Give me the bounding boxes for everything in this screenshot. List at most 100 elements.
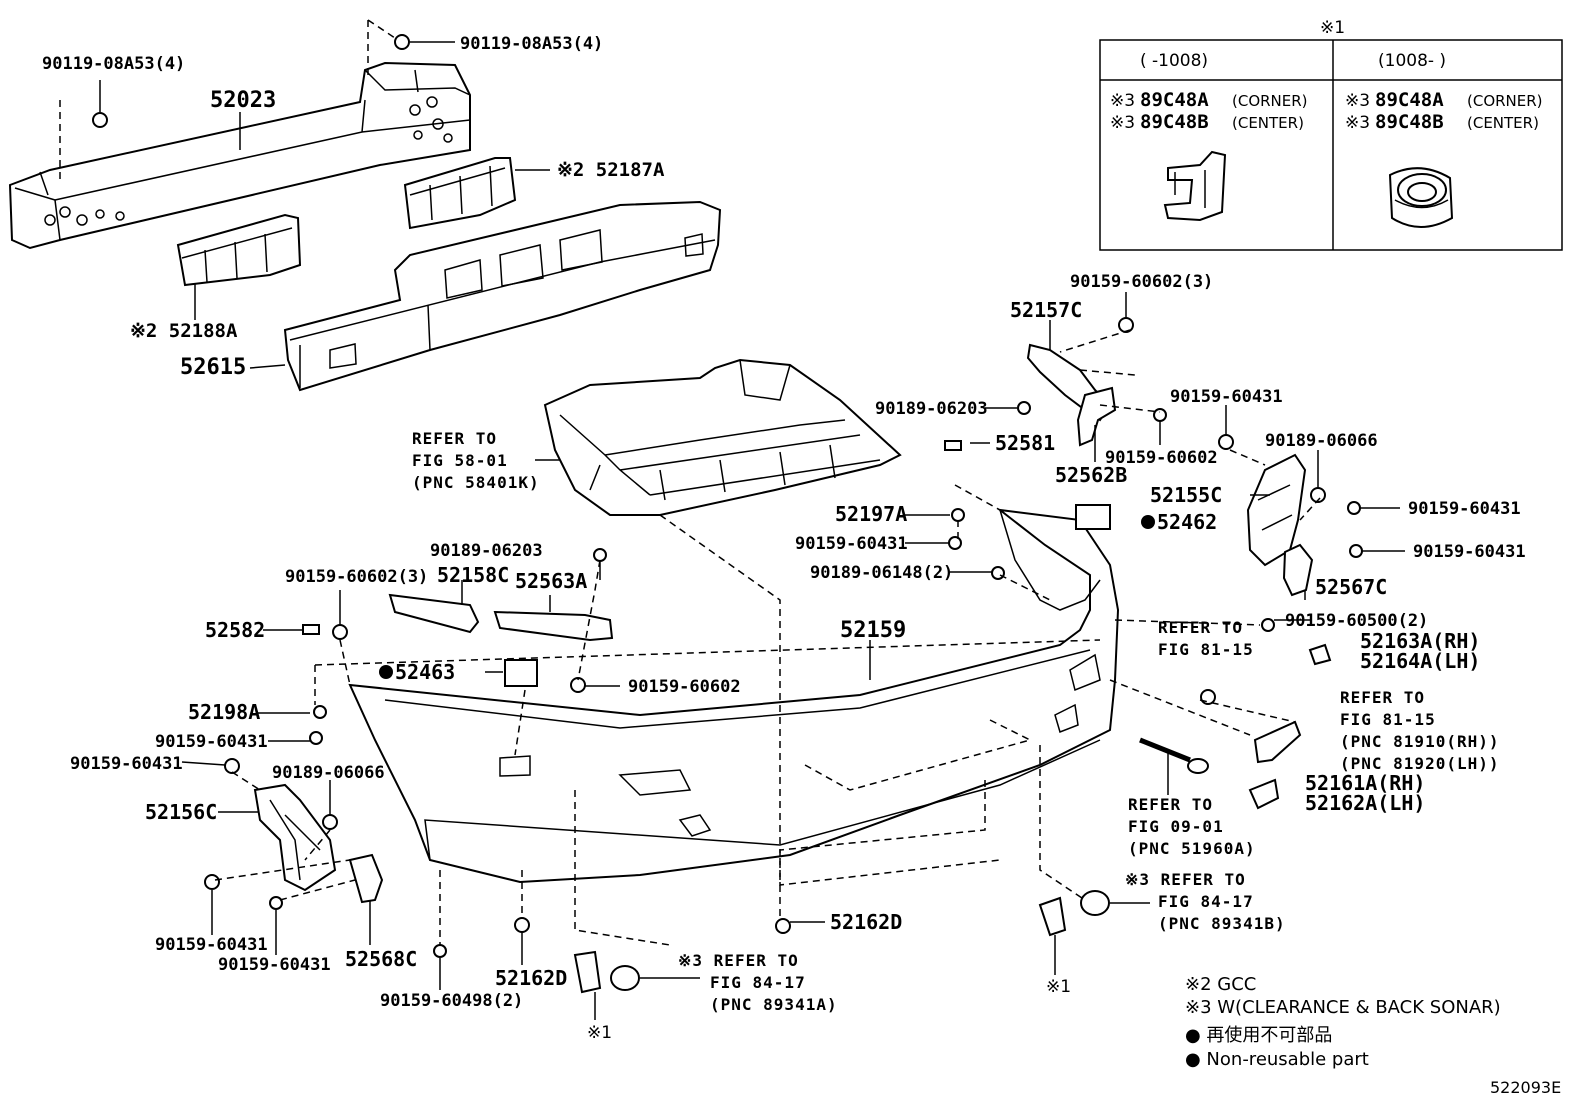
callout-52615: 52615 — [180, 355, 246, 380]
callout-52162d-left: 52162D — [495, 966, 567, 990]
energy-absorber-52187a-drawing — [403, 157, 517, 230]
pad-52462-drawing — [1075, 504, 1111, 530]
inset-right-mark-1: ※3 — [1345, 91, 1370, 111]
callout-90159-60431-g: 90159-60431 — [155, 935, 268, 955]
callout-refer-81-lower-line3: (PNC 81910(RH)) — [1340, 732, 1500, 751]
callout-90159-60602-mid: 90159-60602 — [628, 677, 741, 697]
callout-52567c: 52567C — [1315, 575, 1387, 599]
inset-left-note-1: (CORNER) — [1232, 92, 1308, 110]
figure-code: 522093E — [1490, 1078, 1561, 1097]
bumper-cover-drawing — [348, 508, 1120, 884]
inset-left-note-2: (CENTER) — [1232, 114, 1304, 132]
callout-90159-60431-d: 90159-60431 — [1413, 542, 1526, 562]
callout-52162d-right: 52162D — [830, 910, 902, 934]
callout-52164a: 52164A(LH) — [1360, 649, 1480, 673]
callout-90159-60431-c: 90159-60431 — [795, 534, 908, 554]
inset-right-part-2: 89C48B — [1375, 111, 1444, 133]
inset-left-mark-2: ※3 — [1110, 113, 1135, 133]
callout-refer-84-left-line1: ※3 REFER TO — [678, 951, 799, 970]
callout-90159-60602-3-left: 90159-60602(3) — [285, 567, 428, 587]
side-retainer-52155c-drawing — [1246, 453, 1307, 567]
callout-52162a: 52162A(LH) — [1305, 791, 1425, 815]
inset-right-mark-2: ※3 — [1345, 113, 1370, 133]
reflector-cover-drawing — [1248, 778, 1280, 810]
callout-90159-60602-right: 90159-60602 — [1105, 448, 1218, 468]
cover-52163a-drawing — [1308, 643, 1332, 666]
callout-52581: 52581 — [995, 431, 1055, 455]
sensor-retainer-bracket-drawing — [1163, 150, 1227, 222]
callout-90189-06148: 90189-06148(2) — [810, 563, 953, 583]
energy-absorber-52188a-drawing — [176, 213, 302, 287]
variant-inset-table: ※1 ( -1008) (1008- ) ※3 89C48A (CORNER) … — [1099, 18, 1563, 251]
assembly-dashed-lines — [59, 19, 1321, 946]
callout-labels: 90119-08A53(4) 90119-08A53(4) 52023 ※2 5… — [42, 34, 1526, 1043]
callout-90189-06066-left: 90189-06066 — [272, 763, 385, 783]
callout-52163a: 52163A(RH) — [1360, 629, 1480, 653]
callout-refer-81-upper-line2: FIG 81-15 — [1158, 640, 1254, 659]
callout-52187a: ※2 52187A — [557, 159, 665, 181]
inset-right-note-2: (CENTER) — [1467, 114, 1539, 132]
callout-refer-58-line1: REFER TO — [412, 429, 497, 448]
inset-col-left-header: ( -1008) — [1140, 51, 1208, 71]
callout-52582: 52582 — [205, 618, 265, 642]
non-reusable-dot-52462 — [1141, 515, 1155, 529]
inset-left-part-2: 89C48B — [1140, 111, 1209, 133]
callout-90189-06203-left: 90189-06203 — [430, 541, 543, 561]
callout-refer-09-line1: REFER TO — [1128, 795, 1213, 814]
pad-52463-drawing — [504, 659, 538, 687]
callout-52563a: 52563A — [515, 569, 587, 593]
bracket-52567c-drawing — [1282, 543, 1314, 597]
callout-90159-60500: 90159-60500(2) — [1285, 611, 1428, 631]
side-retainer-52156c-drawing — [253, 783, 337, 892]
legend-non-reusable-en: ● Non-reusable part — [1185, 1049, 1369, 1070]
callout-refer-09-line3: (PNC 51960A) — [1128, 839, 1256, 858]
callout-52197a: 52197A — [835, 502, 907, 526]
fasteners — [92, 34, 1363, 958]
retainer-52563a-drawing — [493, 610, 614, 642]
inset-border — [1099, 39, 1563, 251]
callout-90159-60498: 90159-60498(2) — [380, 991, 523, 1011]
reflector-drawing — [1253, 720, 1302, 764]
leader-lines — [99, 41, 1405, 1020]
callout-refer-84-right-line2: FIG 84-17 — [1158, 892, 1254, 911]
callout-90119-08a53-left: 90119-08A53(4) — [42, 54, 185, 74]
callout-52188a: ※2 52188A — [130, 320, 238, 342]
callout-refer-81-lower-line2: FIG 81-15 — [1340, 710, 1436, 729]
sonar-sensor-lower-left-drawing — [573, 950, 640, 994]
callout-refer-58-line2: FIG 58-01 — [412, 451, 508, 470]
sensor-retainer-ring-drawing — [1388, 167, 1454, 228]
callout-90159-60431-b: 90159-60431 — [1408, 499, 1521, 519]
callout-90159-60602-3-right: 90159-60602(3) — [1070, 272, 1213, 292]
inset-left-mark-1: ※3 — [1110, 91, 1135, 111]
callout-90119-08a53-upper: 90119-08A53(4) — [460, 34, 603, 54]
inset-left-part-1: 89C48A — [1140, 89, 1209, 111]
inset-mark: ※1 — [1320, 18, 1345, 38]
bracket-52568c-drawing — [348, 853, 384, 904]
callout-90159-60431-f: 90159-60431 — [70, 754, 183, 774]
callout-90189-06066-right: 90189-06066 — [1265, 431, 1378, 451]
callout-note1-left: ※1 — [587, 1023, 612, 1043]
sonar-sensor-lower-right-drawing — [1038, 890, 1110, 937]
callout-90189-06203-right: 90189-06203 — [875, 399, 988, 419]
callout-52568c: 52568C — [345, 947, 417, 971]
towing-eye-drawing — [1139, 737, 1209, 774]
callout-90159-60431-a: 90159-60431 — [1170, 387, 1283, 407]
inset-right-note-1: (CORNER) — [1467, 92, 1543, 110]
energy-absorber-52615-drawing — [283, 200, 722, 392]
callout-52158c: 52158C — [437, 563, 509, 587]
callout-52157c: 52157C — [1010, 298, 1082, 322]
legend: ※2 GCC ※3 W(CLEARANCE & BACK SONAR) ● 再使… — [1185, 974, 1501, 1070]
luggage-compartment-tray-drawing — [543, 358, 902, 516]
callout-90159-60431-h: 90159-60431 — [218, 955, 331, 975]
callout-52159: 52159 — [840, 618, 906, 643]
callout-refer-81-lower-line4: (PNC 81920(LH)) — [1340, 754, 1500, 773]
callout-52023: 52023 — [210, 88, 276, 113]
callout-52198a: 52198A — [188, 700, 260, 724]
callout-52463: 52463 — [395, 660, 455, 684]
callout-52161a: 52161A(RH) — [1305, 771, 1425, 795]
retainer-52158c-drawing — [388, 593, 480, 634]
bumper-reinforcement-drawing — [8, 61, 471, 250]
inset-right-part-1: 89C48A — [1375, 89, 1444, 111]
